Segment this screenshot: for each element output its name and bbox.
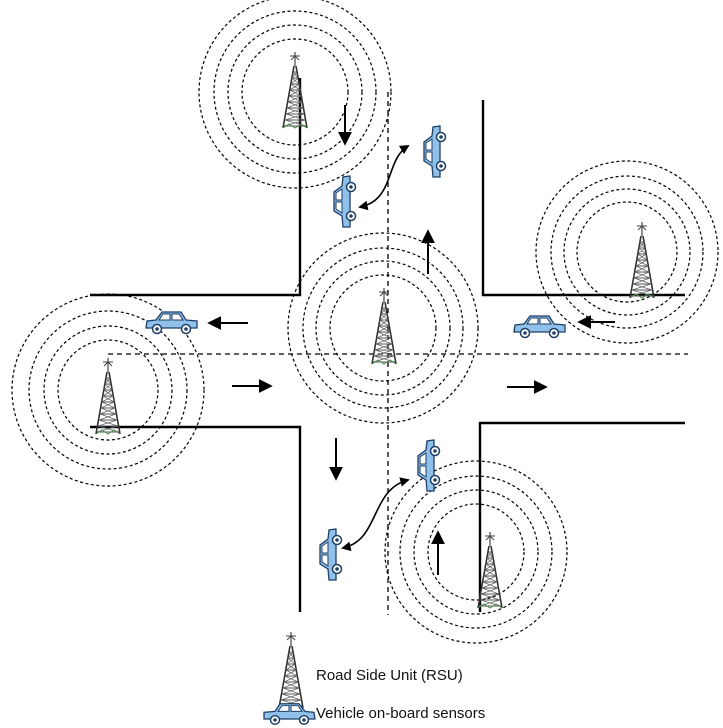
car-icon-top-right — [423, 125, 447, 178]
car-icon-top-left — [333, 175, 357, 228]
car-icon-bottom-right — [417, 439, 441, 492]
road-edge-bottom-right — [478, 421, 685, 612]
rsu-right-rings — [535, 160, 719, 344]
legend-car-icon — [263, 703, 316, 725]
rsu-left-tower-icon — [95, 357, 121, 435]
legend-label-vehicle: Vehicle on-board sensors — [316, 705, 485, 722]
v2v-link-bottom — [341, 477, 410, 552]
road-edge-bottom-left — [90, 425, 302, 612]
rsu-top-tower-icon — [282, 51, 308, 129]
legend-tower-icon — [278, 631, 304, 709]
rsu-left-rings — [11, 293, 205, 487]
signal-rings — [11, 0, 719, 644]
road-edge-top-left — [90, 78, 302, 297]
traffic-arrows — [207, 105, 615, 575]
v2v-links — [341, 144, 410, 552]
rsu-top-rings — [198, 0, 392, 189]
v2v-link-top — [358, 144, 410, 211]
rsu-bottom-right-rings — [384, 460, 568, 644]
road-edge-top-right — [481, 100, 685, 297]
rsu-bottom-right-tower-icon — [477, 531, 503, 609]
rsu-center-tower-icon — [371, 287, 397, 365]
car-icon-right — [513, 315, 566, 339]
rsu-towers — [95, 51, 655, 609]
car-icon-left — [145, 311, 198, 335]
rsu-center-rings — [287, 232, 479, 424]
legend: Road Side Unit (RSU) Vehicle on-board se… — [263, 631, 485, 725]
rsu-right-tower-icon — [629, 221, 655, 299]
legend-label-rsu: Road Side Unit (RSU) — [316, 667, 463, 684]
car-icon-bottom-left — [319, 528, 343, 581]
lane-dividers — [108, 92, 688, 615]
